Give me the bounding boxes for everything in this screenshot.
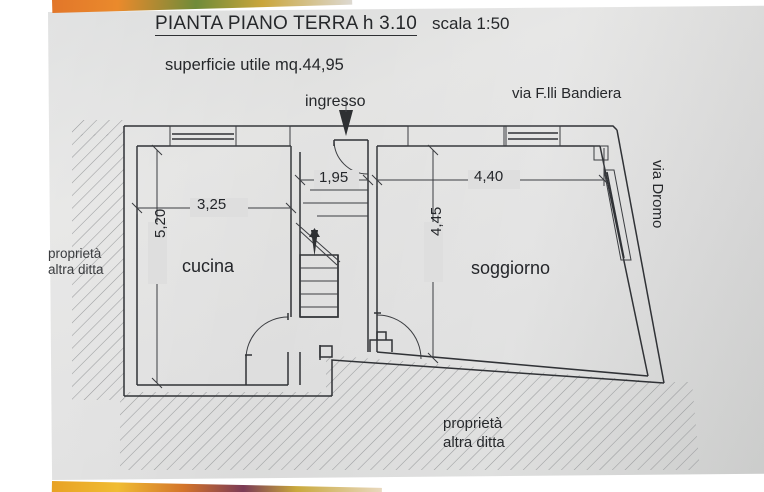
dimension-living-width xyxy=(371,146,610,189)
dimension-label-living-width: 4,40 xyxy=(474,168,504,185)
staircase xyxy=(295,189,368,318)
dimension-kitchen-height xyxy=(148,144,167,389)
neighbor-south-line2: altra ditta xyxy=(443,434,505,451)
neighbor-west-line2: altra ditta xyxy=(48,262,104,277)
door-kitchen-hall xyxy=(245,313,289,360)
street-label-east: via Dromo xyxy=(649,160,666,229)
door-hall-living xyxy=(374,312,422,360)
street-label-north: via F.lli Bandiera xyxy=(512,85,622,102)
wall-stub-bottom xyxy=(245,331,393,385)
entrance-door xyxy=(333,139,369,175)
window-living-1 xyxy=(407,125,505,147)
wall-notch-northeast xyxy=(593,145,609,161)
room-label-living: soggiorno xyxy=(471,258,551,278)
hatch-west-property xyxy=(72,134,124,400)
room-label-kitchen: cucina xyxy=(182,256,235,276)
window-kitchen-2 xyxy=(235,125,291,147)
neighbor-label-south: proprietà altra ditta xyxy=(443,414,505,452)
scale-label: scala 1:50 xyxy=(432,14,510,33)
window-kitchen xyxy=(169,125,237,147)
neighbor-south-line1: proprietà xyxy=(443,415,503,432)
page-title-text: PIANTA PIANO TERRA h 3.10 xyxy=(155,13,417,36)
hatch-south-property xyxy=(120,355,700,470)
neighbor-west-line1: proprietà xyxy=(48,246,102,261)
entrance-arrow-icon xyxy=(339,110,353,136)
neighbor-label-west: proprietà altra ditta xyxy=(48,246,104,278)
dimension-label-living-height: 4,45 xyxy=(428,206,445,236)
dimension-label-kitchen-height: 5,20 xyxy=(152,208,169,238)
hatch-northwest-corner xyxy=(72,120,124,136)
entrance-label: ingresso xyxy=(305,93,366,110)
dimension-label-hall-width: 1,95 xyxy=(319,169,349,186)
surface-area-label: superficie utile mq.44,95 xyxy=(165,56,344,74)
dimension-kitchen-width xyxy=(131,146,297,217)
window-east-slant xyxy=(603,169,632,261)
dimension-living-height xyxy=(424,144,443,364)
dimension-hall-width xyxy=(294,170,374,189)
dimension-label-kitchen-width: 3,25 xyxy=(197,196,227,213)
window-living-2 xyxy=(505,125,561,147)
page-title: PIANTA PIANO TERRA h 3.10 xyxy=(155,13,417,36)
